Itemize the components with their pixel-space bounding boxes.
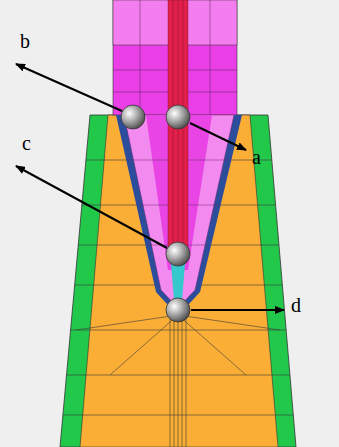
callout-letter: a: [252, 146, 261, 168]
marker-spheres: [121, 105, 190, 322]
callout-letter: b: [20, 30, 30, 52]
leader-arrows: [16, 64, 284, 310]
callout-letter: d: [291, 294, 301, 316]
callout-letter: c: [22, 132, 31, 154]
